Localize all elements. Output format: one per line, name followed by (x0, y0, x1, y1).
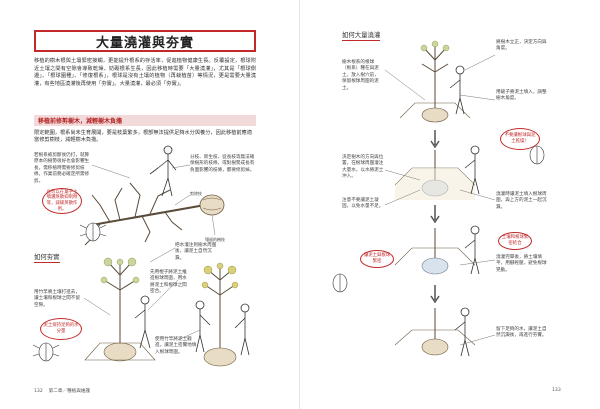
page-title: 大量澆灌與夯實 (95, 35, 194, 51)
watering-bubble-3: 讓泥土與根球緊密 (360, 250, 394, 268)
trunk-label: 殘留的樹枝 (205, 237, 225, 242)
tamping-subhead: 如何夯實 (34, 253, 60, 263)
watering-note-4: 決定樹木的方向與位置，在根球周圍灌注大量水，以水將泥土沖入。 (342, 155, 384, 180)
section-heading-bar: 移植前修剪樹木，減輕樹木負擔 (34, 115, 256, 126)
chapter-label: 第二章／種植與維護 (48, 389, 90, 394)
tamping-note-3: 先用棍子將泥土推進根球周圍，用水將泥土和根球之間密合。 (150, 270, 187, 295)
watering-note-6: 澆灌時讓泥土填入根球周圍，與上方的泥土一起沉澱。 (496, 192, 547, 210)
page-number-right: 133 (552, 388, 561, 393)
tip-bubble-2: 泥土保持足夠的水分量 (40, 318, 82, 340)
watering-subhead: 如何大量澆灌 (342, 31, 381, 41)
watering-note-7: 澆灌完畢後，將土壤填平，用腳輕壓，避免根球晃動。 (496, 255, 547, 273)
right-page: 如何大量澆灌 (300, 0, 600, 409)
tamping-note-4: 使用竹竿將泥土戳進，讓泥土密實地填入根球周圍。 (155, 337, 197, 355)
page-number-left: 132 (34, 389, 43, 394)
watering-note-3: 用鏟子將泥土填入，調整樹木角度。 (496, 90, 547, 102)
tamping-note-2: 用竹竿將土壤打進去，讓土壤和根球之間不留空隙。 (34, 290, 80, 308)
title-box: 大量澆灌與夯實 (34, 30, 256, 52)
watering-note-1: 樹木根系的根球（根系）種在與泥土，放入樹穴前，保留根球周圍的泥土。 (342, 60, 379, 91)
watering-illustration (332, 40, 545, 357)
watering-note-8: 留下足夠的水，讓泥土自然沉澱後，再進行夯實。 (496, 327, 547, 339)
left-page: 大量澆灌與夯實 移植的樹木根與土壤緊密接觸，更能提升根系的存活率，促進植物健康生… (32, 30, 256, 394)
intro-paragraph: 移植的樹木根與土壤緊密接觸，更能提升根系的存活率，促進植物健康生長。反覆設定，根… (34, 58, 256, 87)
pruning-note-1: 若根系被剪斷後仍打，就算原本的樹勢很好也會影響生長，需移植時需要修剪枝條，作業前… (34, 153, 90, 184)
tip-bubble-1: 也可以在葉子上噴灑蒸散抑制劑等，減緩蒸散作用。 (42, 188, 82, 214)
watering-note-2: 將樹木立正，決定方向與角度。 (496, 40, 547, 52)
watering-bubble-1: 不要讓根球與泥土乾燥！ (500, 128, 540, 150)
watering-note-5: 注意不要讓泥土凝固，以免水量不足。 (342, 198, 384, 210)
branch-label: 剪除枝 (190, 191, 202, 196)
tamping-note-1: 把水灌注到樹木周圍後，讓泥土自然沉澱。 (175, 243, 217, 261)
watering-bubble-2: 土壤和根球緊密結合 (498, 232, 532, 250)
pruning-note-2: 分枝、新生枝、徒長枝等無法確保樹形的枝條，或對樹勢成長有負面影響的枝條，都要修剪… (190, 155, 255, 173)
section-heading: 移植前修剪樹木，減輕樹木負擔 (38, 118, 123, 125)
left-footer: 132 第二章／種植與維護 (34, 388, 90, 394)
right-footer: 133 (552, 388, 561, 393)
section-paragraph: 限定範圍，根系尚未生育展開，要是枝葉繁多，根部無法提供足夠水分與養分，因此移植前… (34, 130, 252, 144)
tamping-illustration (32, 247, 250, 367)
pruning-illustration (79, 145, 225, 246)
